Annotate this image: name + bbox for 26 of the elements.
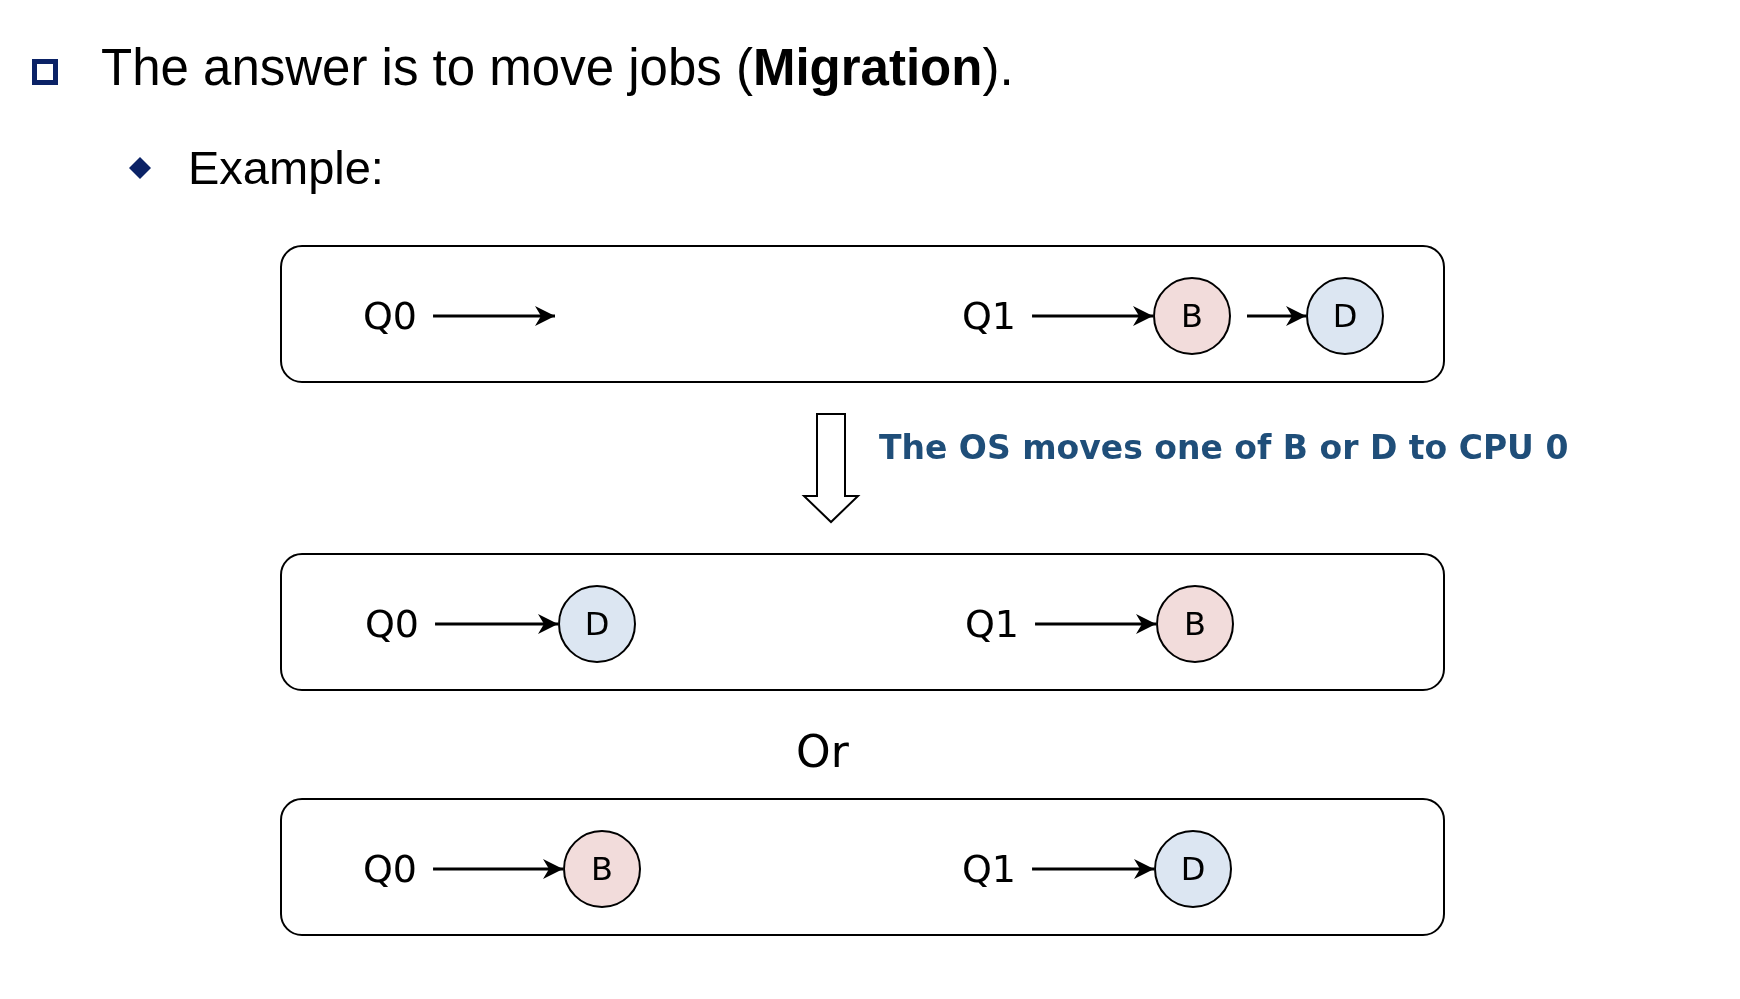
- queue-panel: [280, 245, 1445, 383]
- job-circle: B: [563, 830, 641, 908]
- queue-label: Q0: [364, 605, 420, 643]
- queue-label: Q1: [961, 850, 1017, 888]
- heading-text: The answer is to move jobs (Migration).: [101, 38, 1014, 97]
- arrow: [1032, 859, 1154, 879]
- queue-panel: [280, 553, 1445, 691]
- arrow: [1035, 614, 1156, 634]
- queue-panel: [280, 798, 1445, 936]
- job-circle: B: [1156, 585, 1234, 663]
- arrow: [433, 859, 563, 879]
- arrow: [435, 614, 558, 634]
- job-circle: B: [1153, 277, 1231, 355]
- job-circle: D: [1154, 830, 1232, 908]
- queue-label: Q1: [964, 605, 1020, 643]
- arrow: [1247, 306, 1306, 326]
- queue-label: Q0: [362, 297, 418, 335]
- queue-label: Q0: [362, 850, 418, 888]
- arrow: [433, 306, 555, 326]
- arrow: [1032, 306, 1153, 326]
- queue-label: Q1: [961, 297, 1017, 335]
- subheading-text: Example:: [188, 140, 384, 195]
- block-arrow: [801, 413, 861, 524]
- job-circle: D: [1306, 277, 1384, 355]
- or-text: Or: [796, 726, 849, 777]
- job-circle: D: [558, 585, 636, 663]
